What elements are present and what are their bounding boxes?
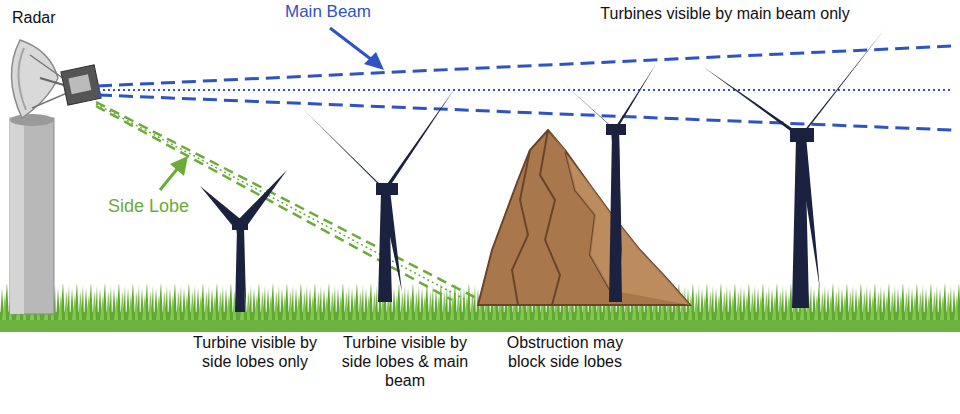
radar-label: Radar xyxy=(12,8,82,27)
wind-turbine xyxy=(200,170,287,312)
leader-arrow xyxy=(160,28,384,190)
obstruction-note: Obstruction may block side lobes xyxy=(495,333,635,371)
turbine-note: Turbine visible by side lobes only xyxy=(190,333,320,371)
radar xyxy=(10,40,101,314)
rock-obstruction xyxy=(478,130,690,305)
main-beam xyxy=(98,46,952,130)
turbine-note: Turbines visible by main beam only xyxy=(600,4,850,23)
side-lobe xyxy=(96,102,480,300)
turbine-note: Turbine visible by side lobes & main bea… xyxy=(340,333,470,390)
lobe-label: Side Lobe xyxy=(108,197,198,216)
wind-turbine xyxy=(562,64,656,302)
beam-label: Main Beam xyxy=(285,2,395,21)
wind-turbine xyxy=(702,30,884,308)
wind-turbine xyxy=(302,88,455,302)
